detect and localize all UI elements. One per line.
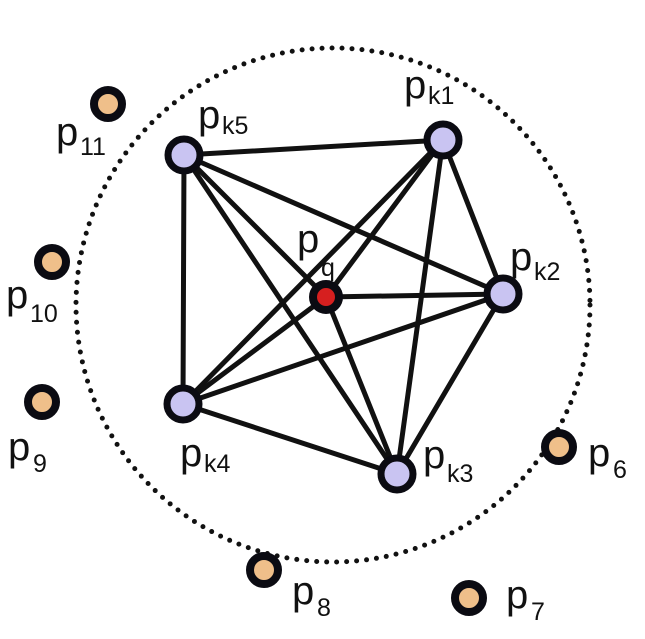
label-pq: p <box>297 217 319 261</box>
label-p7-subscript: 7 <box>531 598 545 626</box>
label-p10-subscript: 10 <box>30 300 58 328</box>
label-p8-subscript: 8 <box>317 594 331 622</box>
node-p10 <box>34 244 70 280</box>
label-pk2: p <box>510 235 532 279</box>
edge-pk2-pk3 <box>394 291 506 477</box>
label-pk4: p <box>180 431 202 475</box>
neighborhood-circle <box>73 45 593 565</box>
edge-pk5-pk1 <box>181 137 446 158</box>
label-p11-subscript: 11 <box>80 133 106 161</box>
node-pq <box>309 280 343 314</box>
label-p7: p <box>506 573 528 617</box>
edge-pk3-pq <box>323 294 400 477</box>
edge-pk4-pq <box>180 294 329 407</box>
edge-pk3-pk4 <box>180 401 400 477</box>
node-pk3 <box>377 454 417 494</box>
node-p6 <box>541 429 577 465</box>
label-p11: p <box>56 110 78 154</box>
edge-pk5-pk4 <box>180 152 187 407</box>
edge-pk1-pq <box>323 137 446 300</box>
edge-pk1-pk4 <box>180 137 446 407</box>
label-pq-subscript: q <box>321 254 335 282</box>
label-pk4-subscript: k4 <box>204 450 231 478</box>
label-p6: p <box>588 431 610 475</box>
node-pk1 <box>423 120 463 160</box>
label-p9: p <box>8 425 30 469</box>
label-pk5-subscript: k5 <box>222 112 248 140</box>
label-pk3-subscript: k3 <box>447 460 473 488</box>
node-p7 <box>451 580 487 616</box>
label-pk2-subscript: k2 <box>534 258 560 286</box>
edge-pk1-pk2 <box>440 137 506 297</box>
label-p8: p <box>292 569 314 613</box>
label-pk1: p <box>404 63 426 107</box>
node-p11 <box>90 86 126 122</box>
label-pk5: p <box>198 93 220 137</box>
edge-pk5-pk2 <box>181 152 506 297</box>
node-p8 <box>246 552 282 588</box>
label-p10: p <box>6 273 28 317</box>
node-pk4 <box>163 384 203 424</box>
edge-pk1-pk3 <box>394 137 446 477</box>
edge-pk5-pk3 <box>181 152 400 477</box>
label-p9-subscript: 9 <box>33 450 47 478</box>
label-p6-subscript: 6 <box>613 456 627 484</box>
edge-pk2-pq <box>323 291 506 300</box>
node-pk5 <box>164 135 204 175</box>
label-pk1-subscript: k1 <box>428 82 454 110</box>
node-p9 <box>24 384 60 420</box>
edge-pk2-pk4 <box>180 291 506 407</box>
edge-pk5-pq <box>181 152 329 300</box>
node-pk2 <box>483 274 523 314</box>
label-pk3: p <box>423 433 445 477</box>
